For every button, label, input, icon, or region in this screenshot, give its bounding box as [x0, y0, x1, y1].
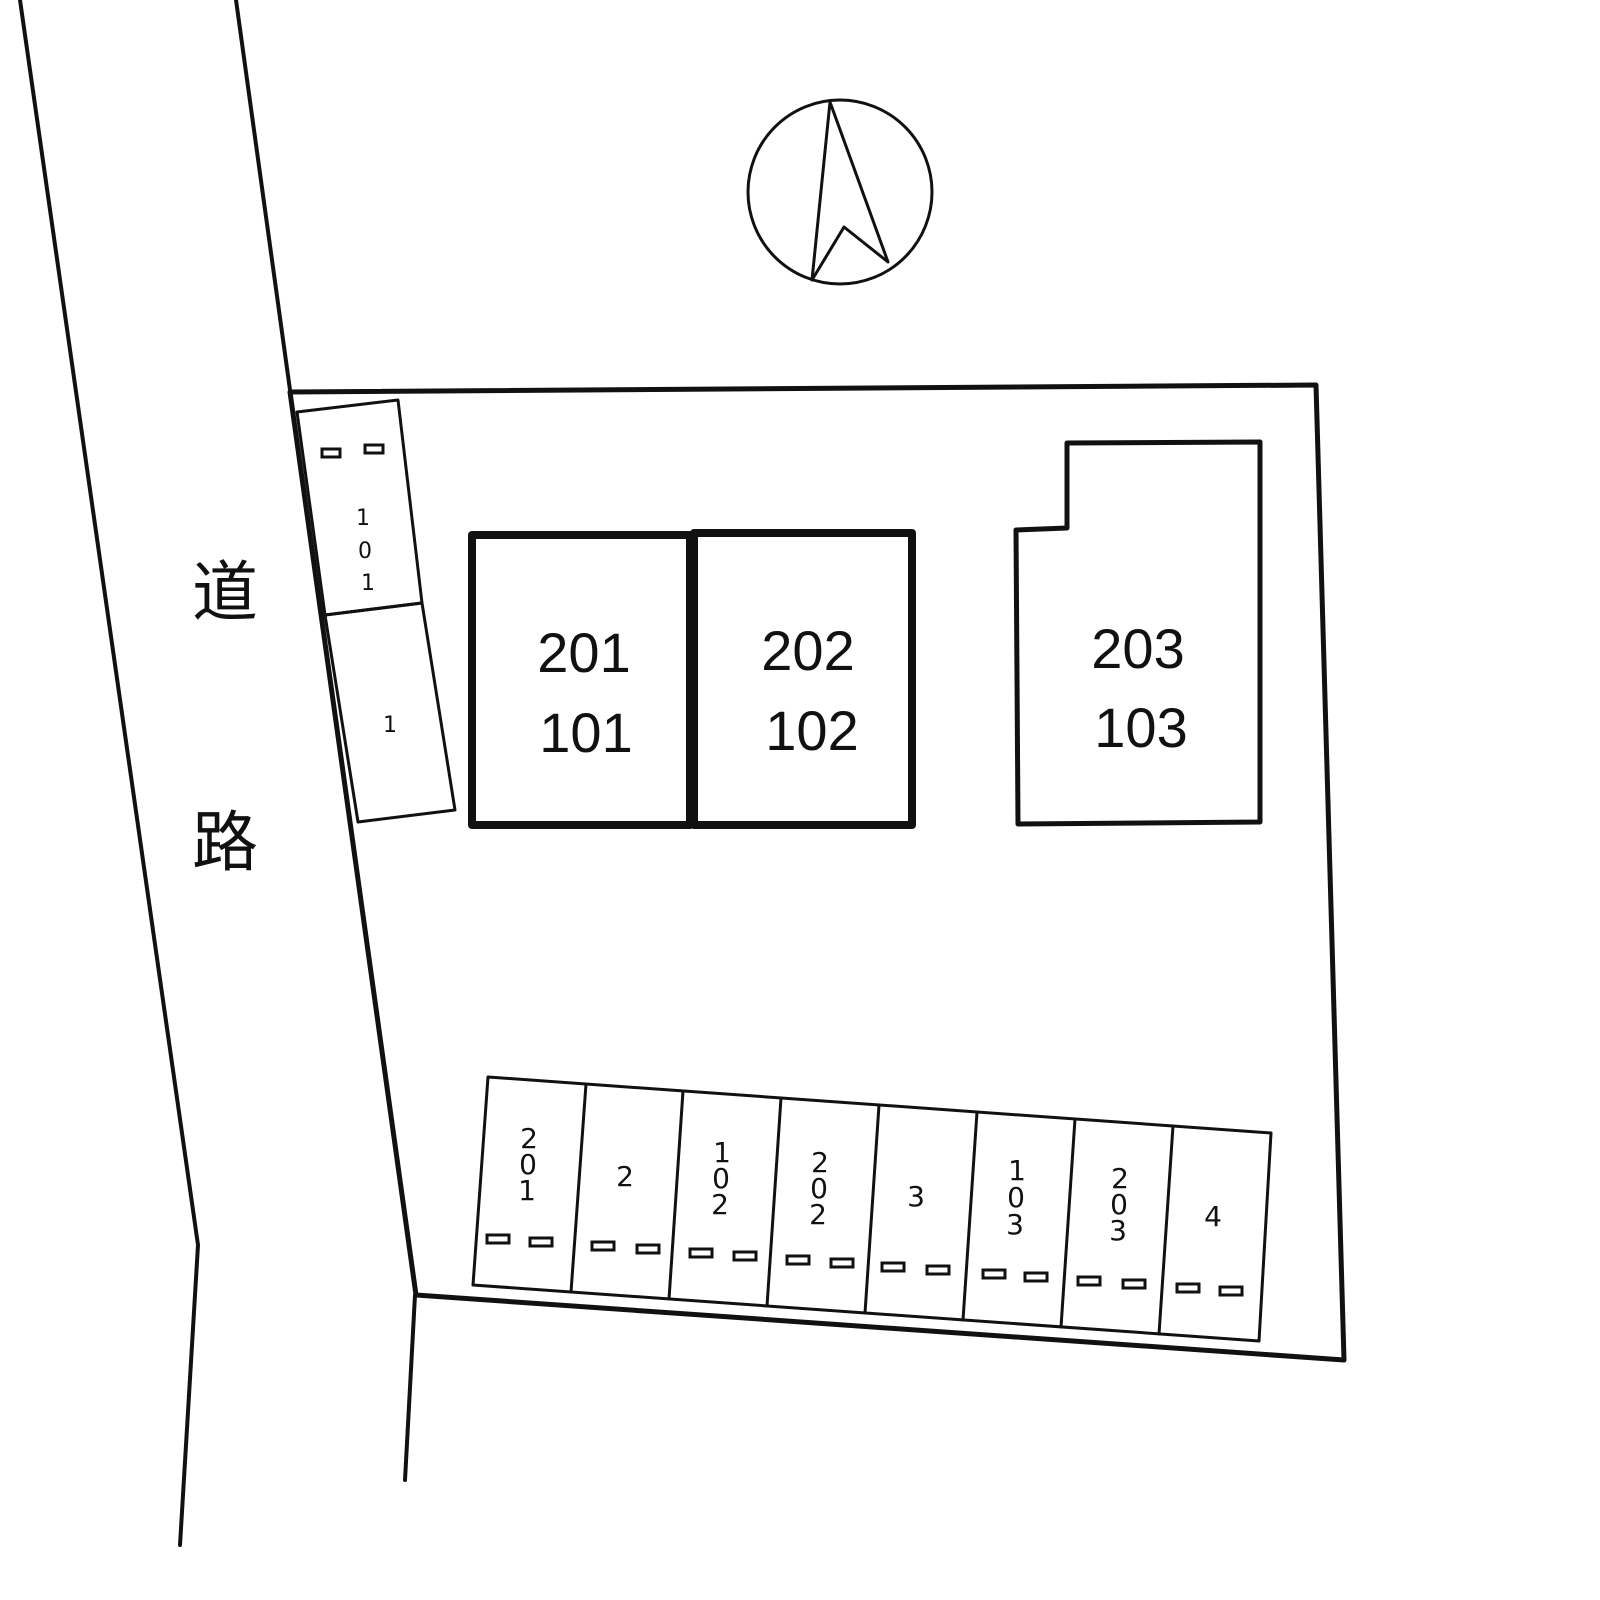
- parking-divider: [1157, 1124, 1175, 1336]
- parking-marker: [785, 1254, 811, 1266]
- building-lower-unit: 101: [539, 701, 632, 764]
- bottom-parking-label-3-char-3: 2: [711, 1188, 729, 1221]
- road-edge-left: [18, 0, 200, 1547]
- parking-marker: [1175, 1282, 1201, 1294]
- parking-divider: [1059, 1117, 1077, 1329]
- side-parking-area: 1 0 1 1: [295, 398, 457, 824]
- building-203-103: 203 103: [1013, 439, 1263, 827]
- bottom-parking-label-1-char-3: 1: [518, 1174, 536, 1207]
- road: 道 路: [18, 0, 417, 1547]
- lot-boundary: [287, 382, 1347, 1363]
- side-parking-label-1-char-2: 0: [358, 539, 372, 564]
- road-label-top: 道: [192, 554, 258, 631]
- bottom-parking-label-6-char-2: 0: [1007, 1181, 1025, 1214]
- road-edge-right-lower: [403, 1293, 417, 1482]
- building-upper-unit: 203: [1091, 617, 1184, 680]
- building-outline: [1013, 439, 1263, 827]
- parking-marker: [320, 447, 342, 459]
- road-edge-right-upper: [234, 0, 292, 392]
- parking-divider: [569, 1082, 588, 1294]
- parking-divider: [961, 1110, 979, 1322]
- building-upper-unit: 201: [537, 621, 630, 684]
- bottom-parking-label-7-char-1: 2: [1111, 1162, 1129, 1195]
- parking-marker: [925, 1264, 951, 1276]
- bottom-parking-label-1-char-1: 2: [520, 1122, 538, 1155]
- bottom-parking-label-7-char-2: 0: [1110, 1188, 1128, 1221]
- building-201-101: 201 101: [468, 531, 694, 829]
- parking-marker: [1076, 1275, 1102, 1287]
- bottom-parking-label-3-char-1: 1: [713, 1136, 731, 1169]
- parking-marker: [829, 1257, 855, 1269]
- parking-marker: [1218, 1285, 1244, 1297]
- parking-marker: [981, 1268, 1007, 1280]
- building-upper-unit: 202: [761, 619, 854, 682]
- bottom-parking-outline: [471, 1075, 1273, 1343]
- parking-marker: [590, 1240, 616, 1252]
- bottom-parking-label-4-char-2: 0: [810, 1172, 828, 1205]
- bottom-parking-label-4-char-3: 2: [809, 1198, 827, 1231]
- parking-markers: [485, 1233, 1244, 1297]
- bottom-parking-label-5: 3: [907, 1180, 925, 1213]
- parking-marker: [1023, 1271, 1049, 1283]
- north-arrow-icon: [746, 98, 934, 286]
- parking-divider: [863, 1103, 881, 1315]
- building-lower-unit: 102: [765, 699, 858, 762]
- bottom-parking-label-6-char-1: 1: [1008, 1154, 1026, 1187]
- bottom-parking-label-1-char-2: 0: [519, 1148, 537, 1181]
- parking-marker: [688, 1247, 714, 1259]
- bottom-parking-label-4-char-1: 2: [811, 1146, 829, 1179]
- parking-marker: [880, 1261, 906, 1273]
- parking-marker: [528, 1236, 554, 1248]
- side-parking-label-2-char-1: 1: [383, 713, 397, 738]
- side-parking-label-1-char-3: 1: [361, 571, 375, 596]
- building-lower-unit: 103: [1094, 696, 1187, 759]
- compass-circle: [746, 98, 934, 286]
- bottom-parking-label-2: 2: [616, 1160, 634, 1193]
- road-label-bottom: 路: [192, 804, 258, 881]
- bottom-parking-label-3-char-2: 0: [712, 1162, 730, 1195]
- building-outline: [690, 529, 916, 829]
- parking-divider: [765, 1096, 783, 1308]
- parking-divider: [667, 1089, 685, 1301]
- side-parking-label-1-char-1: 1: [356, 506, 370, 531]
- bottom-parking-label-8: 4: [1204, 1200, 1222, 1233]
- side-parking-space-2: [323, 601, 457, 824]
- parking-marker: [363, 443, 385, 455]
- parking-marker: [635, 1243, 661, 1255]
- compass-arrow: [810, 100, 890, 282]
- parking-marker: [1121, 1278, 1147, 1290]
- parking-marker: [732, 1250, 758, 1262]
- bottom-parking-label-7-char-3: 3: [1109, 1214, 1127, 1247]
- parking-marker: [485, 1233, 511, 1245]
- bottom-parking-label-6-char-3: 3: [1006, 1208, 1024, 1241]
- bottom-parking-area: 2 0 1 2 1 0 2 2 0 2 3 1 0 3 2 0 3 4: [471, 1075, 1273, 1343]
- building-202-102: 202 102: [690, 529, 916, 829]
